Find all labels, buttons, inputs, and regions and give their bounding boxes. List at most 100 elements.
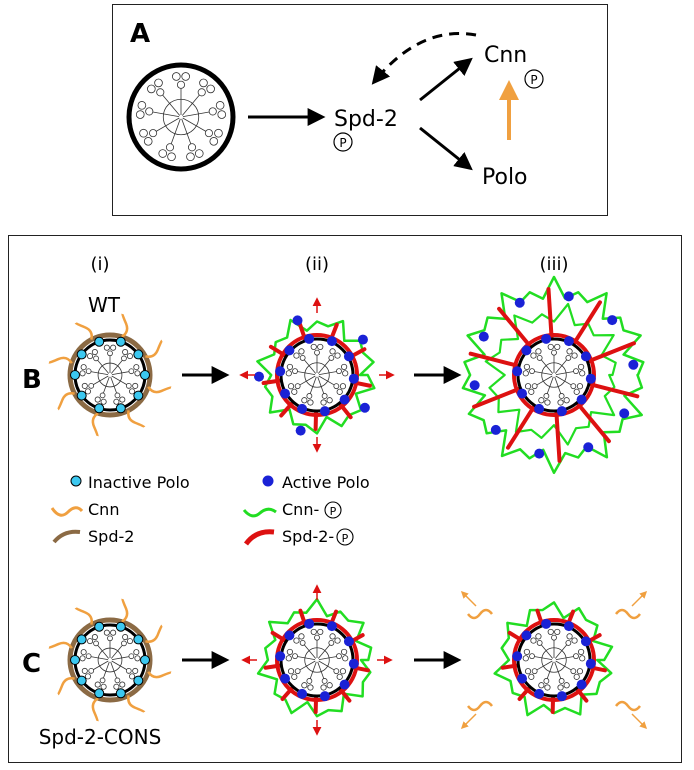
panel-b-letter: B [22,365,42,395]
centriole-spoke [555,655,577,661]
microtubule-triplet [292,368,298,375]
microtubule-triplet [299,354,306,361]
stage-label-iii: (iii) [539,254,568,275]
active-polo [556,406,567,417]
arrow-cnn-to-spd2-dashed [371,32,477,85]
centriole-icon [126,62,236,172]
microtubule-triplet [110,344,117,351]
centriole-spoke [297,660,316,672]
centriole-spoke [318,655,340,661]
microtubule-triplet [339,668,347,675]
microtubule-triplet [317,628,324,636]
active-polo [297,403,308,414]
microtubule-triplet [321,393,328,399]
microtubule-triplet [554,343,561,351]
active-polo [357,334,368,345]
inactive-polo [70,655,80,665]
microtubule-triplet [531,668,538,675]
inactive-polo [115,336,126,347]
active-polo [619,408,630,419]
microtubule-triplet [103,629,110,636]
microtubule-triplet [135,110,145,119]
microtubule-triplet [129,673,136,680]
microtubule-triplet [133,364,140,371]
inactive-polo [94,403,105,414]
microtubule-triplet [307,399,314,406]
microtubule-triplet [333,668,340,675]
centriole-spoke [182,111,213,118]
microtubule-triplet [565,354,572,361]
legend-inactive-polo-label: Inactive Polo [88,473,190,492]
microtubule-triplet [156,88,165,97]
microtubule-triplet [342,655,349,662]
microtubule-triplet [576,668,584,675]
inactive-polo [140,370,150,380]
microtubule-triplet [147,84,156,94]
centriole-spoke [545,661,554,682]
legend-cnn-label: Cnn [88,500,119,519]
wt-stage-ii-centrosome [239,297,395,453]
microtubule-triplet [328,354,335,361]
microtubule-triplet [293,352,300,359]
microtubule-triplet [217,110,227,119]
centriole-spoke [182,117,210,134]
microtubule-triplet [310,628,317,636]
centriole-spoke [111,660,129,672]
microtubule-triplet [326,397,333,404]
microtubule-triplet [125,667,132,674]
microtubule-triplet [187,143,197,152]
centriole-spoke [531,370,553,376]
microtubule-triplet [329,348,336,355]
microtubule-triplet [571,352,578,359]
microtubule-triplet [99,677,106,684]
centriole-spoke [539,357,554,374]
inactive-polo [133,675,144,686]
microtubule-triplet [114,677,121,684]
legend-active-polo-label: Active Polo [282,473,370,492]
active-polo [478,331,489,342]
microtubule-triplet [126,638,133,645]
microtubule-triplet [577,363,585,371]
microtubule-triplet [524,383,532,390]
active-polo [348,373,359,384]
inactive-polo [94,621,105,632]
microtubule-triplet [93,640,99,647]
active-polo [512,651,523,662]
microtubule-triplet [307,684,314,691]
microtubule-triplet [79,370,86,377]
microtubule-triplet [336,673,343,680]
active-polo [541,333,552,344]
wt-stage-i-centrosome [48,313,172,437]
centriole-spoke [88,370,109,376]
microtubule-triplet [286,648,294,656]
spd2-p-strand [576,402,611,444]
centriole-spoke [149,111,180,118]
centriole-spoke [111,375,129,387]
microtubule-triplet [342,370,349,377]
microtubule-triplet [535,633,542,640]
inactive-polo [115,688,126,699]
panel-a-letter: A [130,19,150,49]
microtubule-triplet [544,684,551,691]
cnn-p-scaffold [493,601,614,717]
centriole-spoke [95,358,110,374]
cnn-strand [127,410,146,428]
cnn-p-scaffold [484,302,617,446]
microtubule-triplet [87,638,94,645]
microtubule-triplet [149,129,158,138]
cnn-strand [48,641,73,649]
microtubule-triplet [119,681,126,688]
inactive-polo [133,349,144,360]
legend-cnn-p-mark: P [324,501,342,519]
centriole-spoke [294,655,316,661]
centriole-spoke [102,376,110,396]
centriole-spoke [102,661,110,681]
microtubule-triplet [181,72,190,81]
microtubule-triplet [306,393,313,399]
microtubule-triplet [563,682,570,689]
microtubule-triplet [87,353,94,360]
microtubule-triplet [81,382,88,389]
microtubule-triplet [579,655,586,662]
microtubule-triplet [80,364,87,371]
